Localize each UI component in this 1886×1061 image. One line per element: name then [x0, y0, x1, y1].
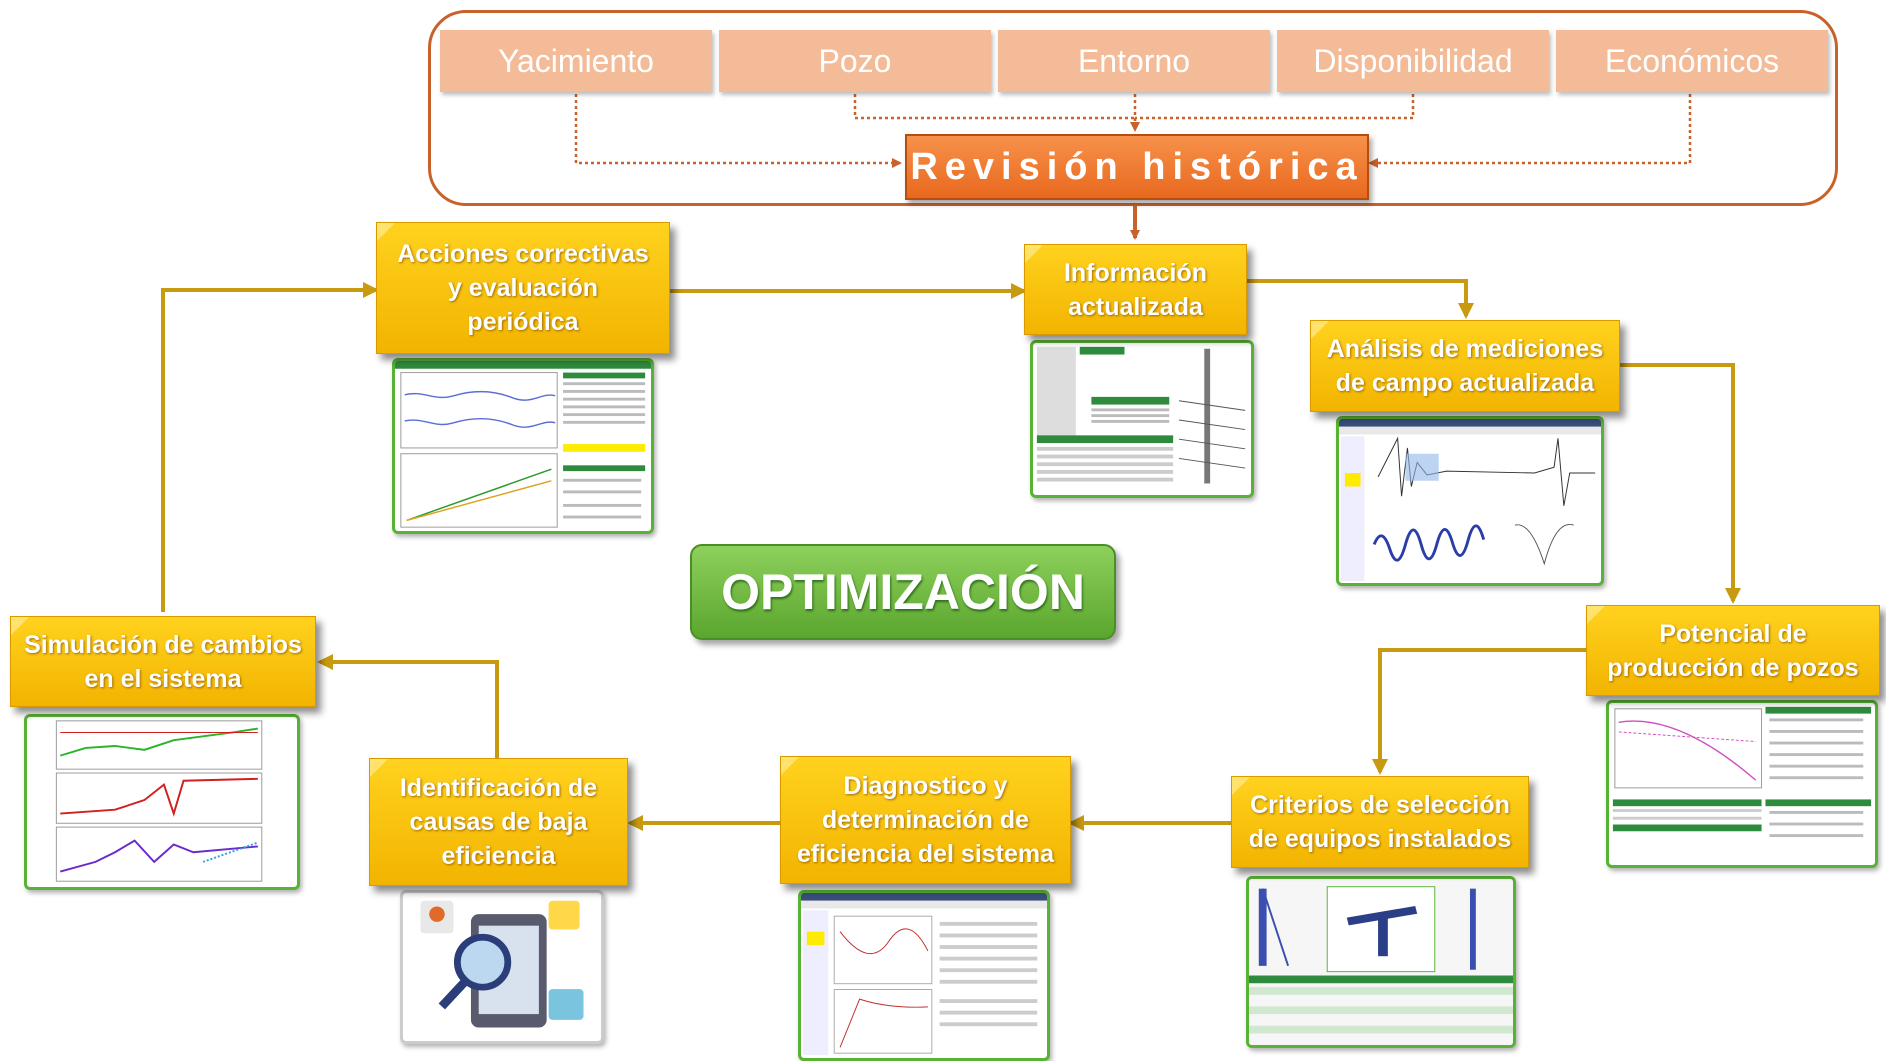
step-identificacion-causas: Identificación de causas de baja eficien…: [369, 758, 628, 886]
step-simulacion-cambios: Simulación de cambios en el sistema: [10, 616, 316, 707]
optimizacion-center: OPTIMIZACIÓN: [690, 544, 1116, 640]
thumb-informacion: [1030, 340, 1254, 498]
category-entorno: Entorno: [998, 30, 1270, 92]
revision-historica-box: Revisión histórica: [905, 134, 1369, 200]
arrow-analisis-potencial: [1620, 363, 1741, 604]
thumb-identificacion: [400, 890, 604, 1044]
category-economicos: Económicos: [1556, 30, 1828, 92]
category-disponibilidad: Disponibilidad: [1277, 30, 1549, 92]
arrow-pozo: [853, 94, 1135, 120]
step-informacion-actualizada: Información actualizada: [1024, 244, 1247, 335]
thumb-simulacion: [24, 714, 300, 890]
thumb-diagnostico: [798, 890, 1050, 1061]
step-analisis-mediciones: Análisis de mediciones de campo actualiz…: [1310, 320, 1620, 412]
arrow-potencial-criterios: [1372, 648, 1586, 775]
arrow-economicos: [1368, 94, 1692, 168]
arrow-yacimiento: [574, 94, 902, 168]
thumb-acciones: [392, 358, 654, 534]
category-pozo: Pozo: [719, 30, 991, 92]
thumb-potencial: [1606, 700, 1878, 868]
step-criterios-seleccion: Criterios de selección de equipos instal…: [1231, 776, 1529, 868]
step-acciones-correctivas: Acciones correctivas y evaluación periód…: [376, 222, 670, 354]
arrow-informacion-analisis: [1247, 279, 1474, 319]
step-potencial-produccion: Potencial de producción de pozos: [1586, 605, 1880, 696]
category-yacimiento: Yacimiento: [440, 30, 712, 92]
arrow-identificacion-simulacion: [317, 654, 499, 760]
arrow-disponibilidad: [1135, 94, 1415, 120]
thumb-criterios: [1246, 876, 1516, 1048]
arrow-simulacion-acciones: [161, 282, 379, 612]
category-arrows: [574, 94, 1692, 168]
step-diagnostico: Diagnostico y determinación de eficienci…: [780, 756, 1071, 884]
thumb-analisis: [1336, 416, 1604, 586]
revision-frame: [428, 10, 1838, 206]
flow-arrows: [161, 206, 1741, 831]
